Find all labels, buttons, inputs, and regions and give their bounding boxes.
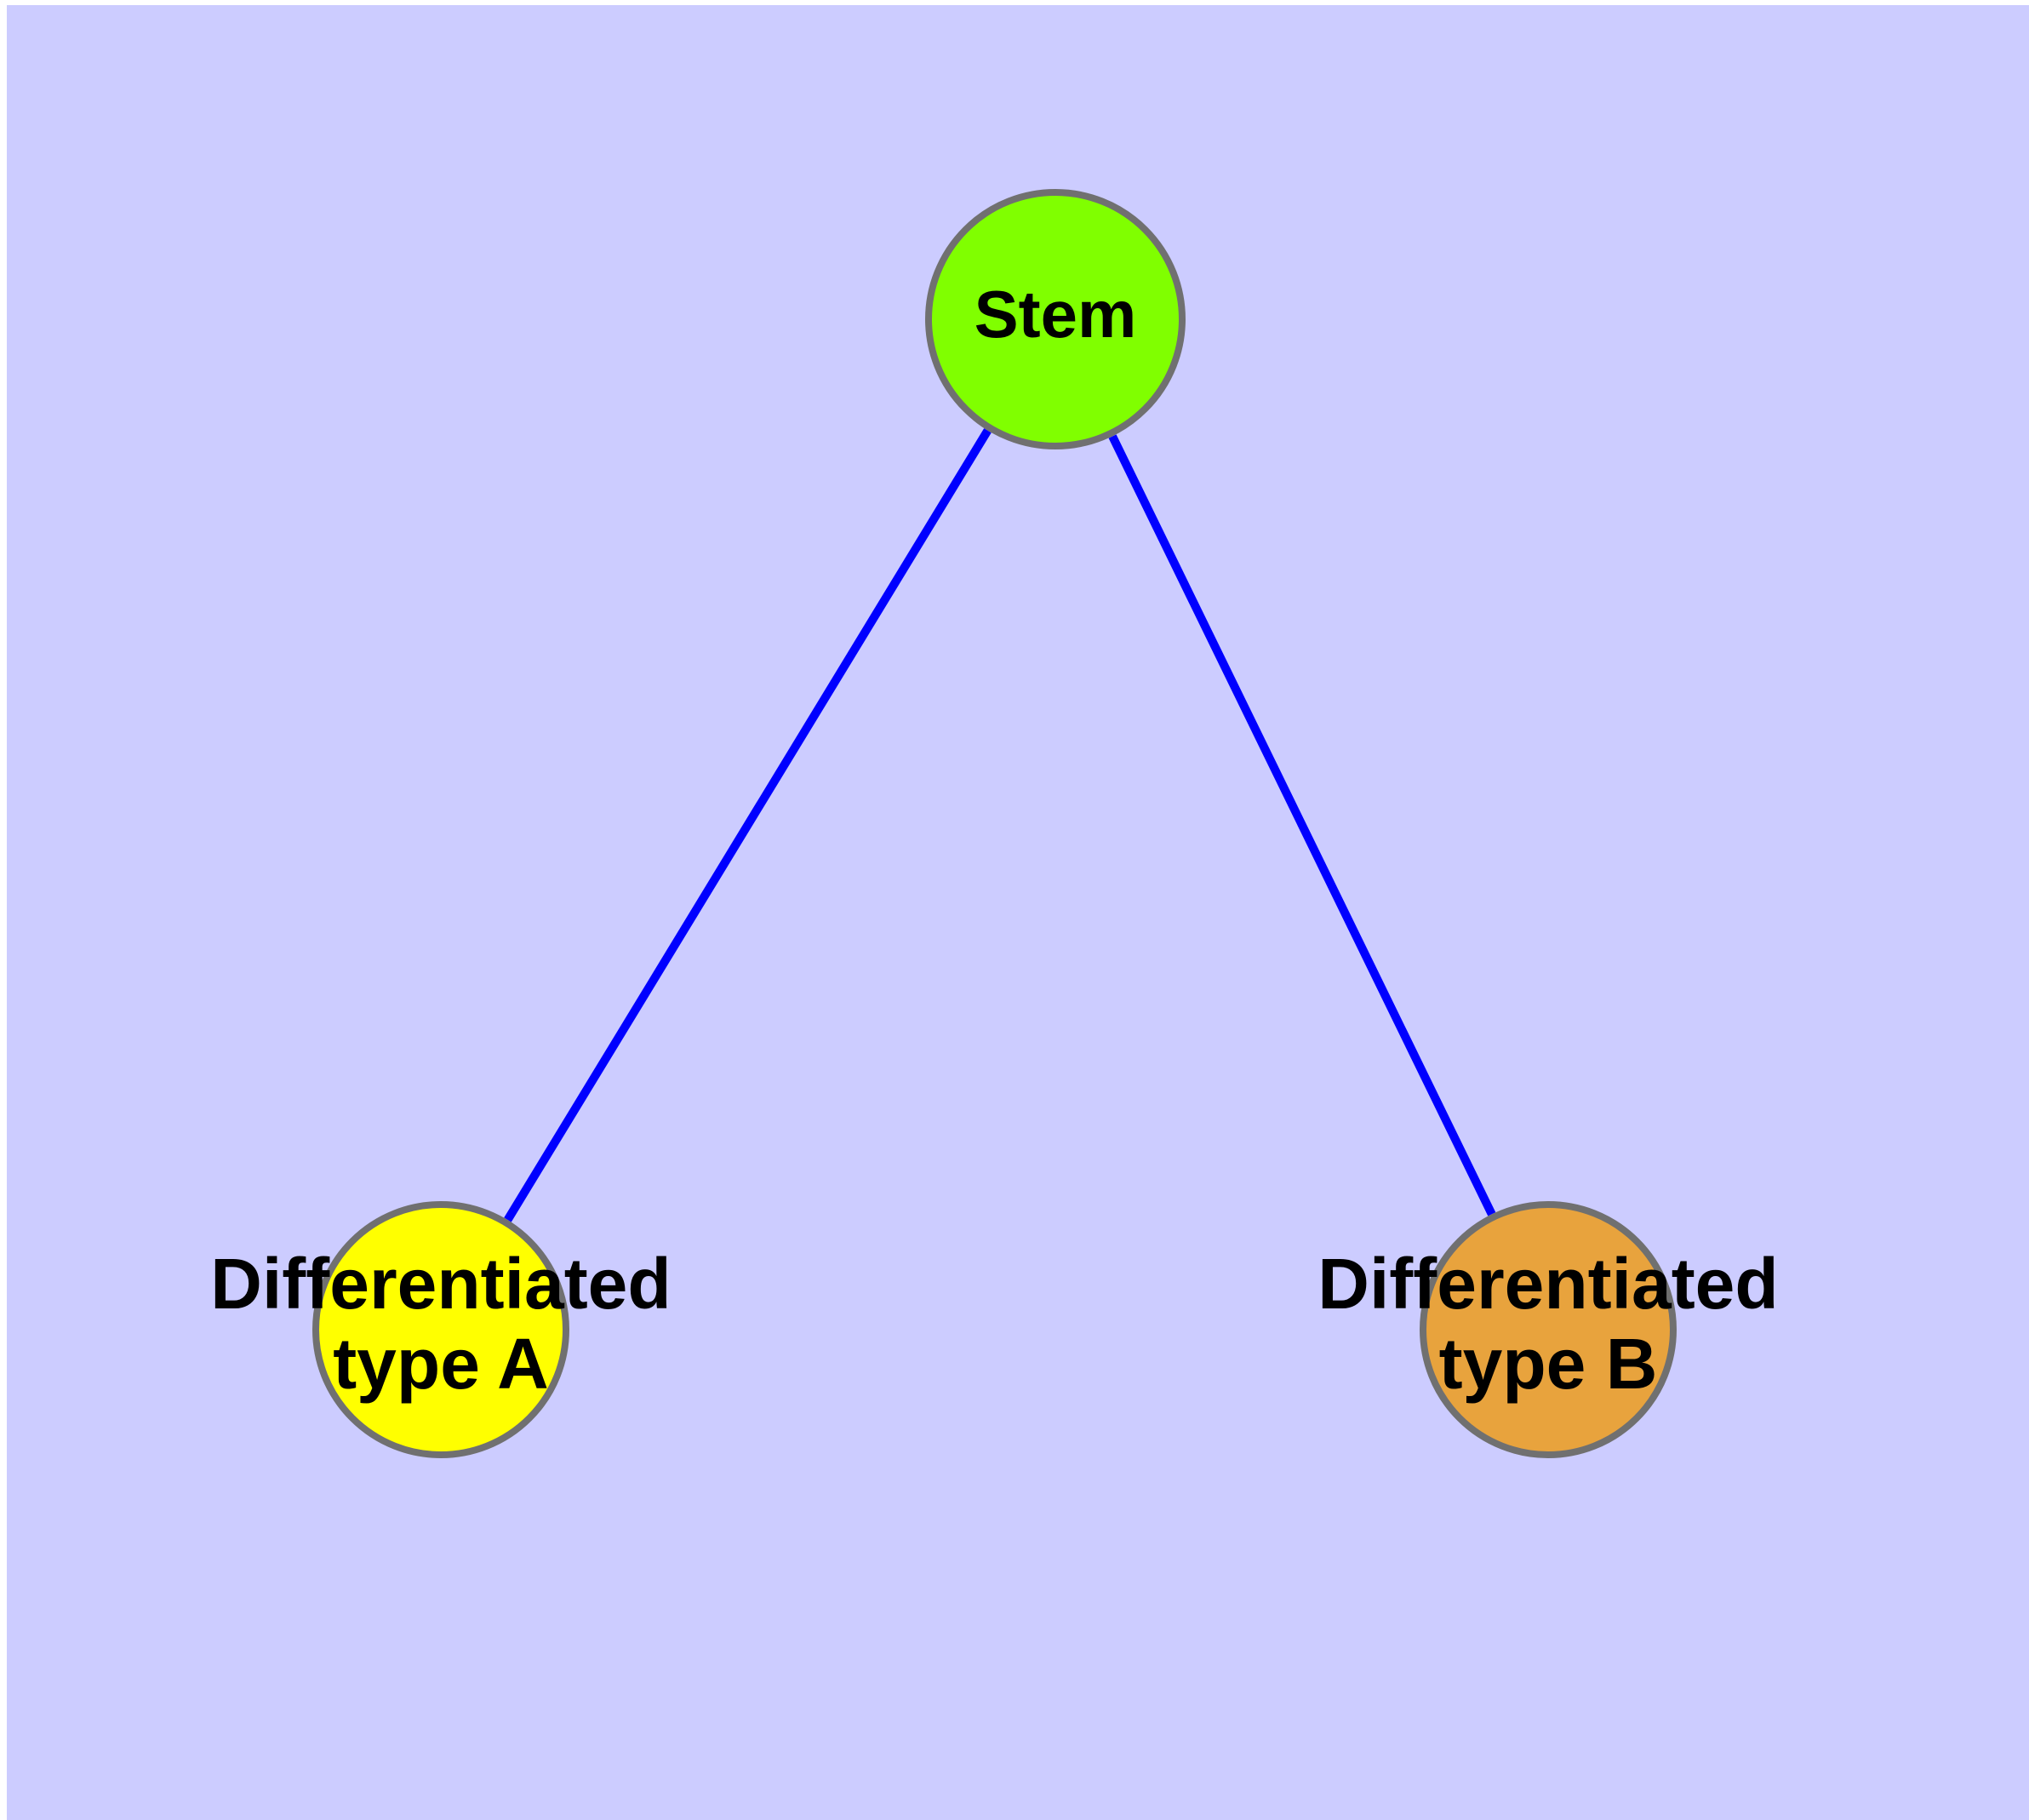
node-label-line: type A bbox=[333, 1324, 549, 1404]
node-circle-diff_a[interactable] bbox=[312, 1201, 569, 1458]
node-label-line: type B bbox=[1439, 1324, 1658, 1404]
node-label-stem: Stem bbox=[974, 277, 1137, 352]
node-stem[interactable]: Stem bbox=[925, 189, 1186, 449]
node-circle-diff_b[interactable] bbox=[1420, 1201, 1677, 1458]
edge-layer bbox=[504, 428, 1496, 1222]
node-circle-stem[interactable] bbox=[925, 189, 1186, 449]
node-label-line: Differentiated bbox=[210, 1244, 671, 1324]
edge-stem-diff-b bbox=[1108, 434, 1496, 1216]
node-label-line: Stem bbox=[974, 277, 1137, 352]
edge-stem-diff-a bbox=[504, 428, 992, 1222]
node-label-line: Differentiated bbox=[1317, 1244, 1778, 1324]
